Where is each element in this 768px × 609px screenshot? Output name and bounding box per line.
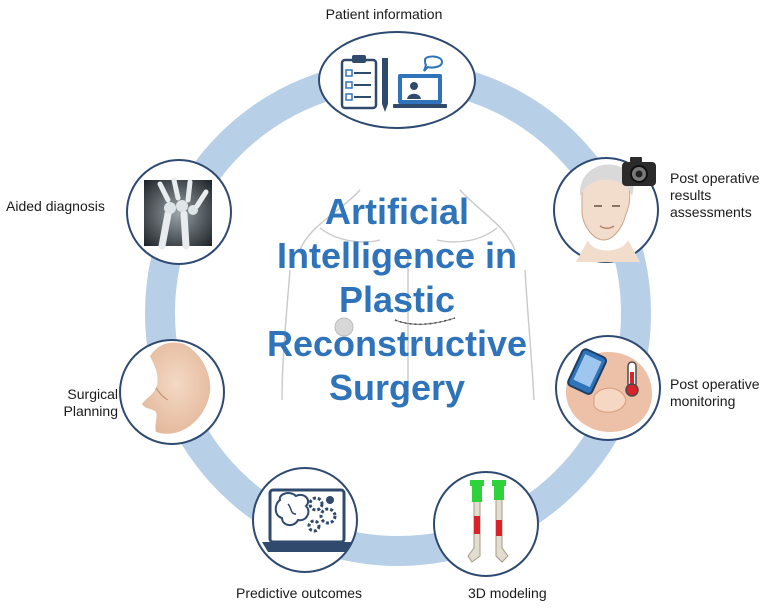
title-line-3: Plastic (338, 279, 456, 320)
label-post-operative-monitoring: Post operative monitoring (670, 376, 760, 409)
node-predictive-outcomes (252, 467, 358, 573)
center-title: Artificial Intelligence in Plastic Recon… (232, 190, 562, 410)
face-camera-icon (576, 157, 656, 262)
clipboard-laptop-icon (340, 55, 447, 112)
nipple-marker-icon (334, 317, 354, 337)
label-predictive-outcomes: Predictive outcomes (236, 585, 363, 601)
node-patient-information (318, 31, 476, 129)
torso-sketch (281, 189, 535, 401)
node-aided-diagnosis (126, 159, 232, 265)
title-line-5: Surgery (328, 367, 466, 408)
nose-profile-icon (142, 342, 211, 434)
title-line-2: Intelligence in (276, 235, 518, 276)
node-post-operative-monitoring (555, 335, 661, 441)
node-3d-modeling (433, 471, 539, 577)
title-line-1: Artificial (324, 191, 470, 232)
node-post-operative-results (553, 157, 659, 263)
brain-gears-laptop-icon (262, 488, 352, 552)
wrist-xray-icon (144, 177, 212, 250)
label-aided-diagnosis: Aided diagnosis (6, 198, 105, 214)
label-post-operative-results: Post operative results assessments (670, 170, 760, 220)
label-patient-information: Patient information (325, 6, 443, 22)
phone-thermometer-icon (566, 348, 652, 432)
bone-model-icon (467, 480, 509, 563)
node-surgical-planning (119, 339, 225, 445)
label-3d-modeling: 3D modeling (468, 585, 547, 601)
label-surgical-planning: Surgical Planning (63, 386, 119, 419)
title-line-4: Reconstructive (266, 323, 528, 364)
